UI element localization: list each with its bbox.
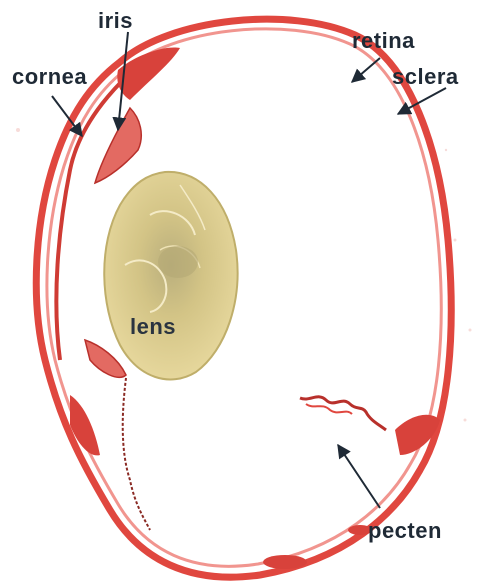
pecten-arrow (338, 445, 380, 508)
label-pecten: pecten (368, 520, 442, 542)
label-cornea: cornea (12, 66, 87, 88)
pecten-structure (300, 397, 386, 430)
lens (104, 172, 237, 380)
iris-lower-strand (123, 378, 150, 530)
retina-arrow (352, 58, 380, 82)
label-lens: lens (130, 316, 176, 338)
pecten-folds (306, 404, 352, 414)
label-iris: iris (98, 10, 133, 32)
label-retina: retina (352, 30, 415, 52)
background-specks (16, 128, 472, 422)
label-sclera: sclera (392, 66, 459, 88)
